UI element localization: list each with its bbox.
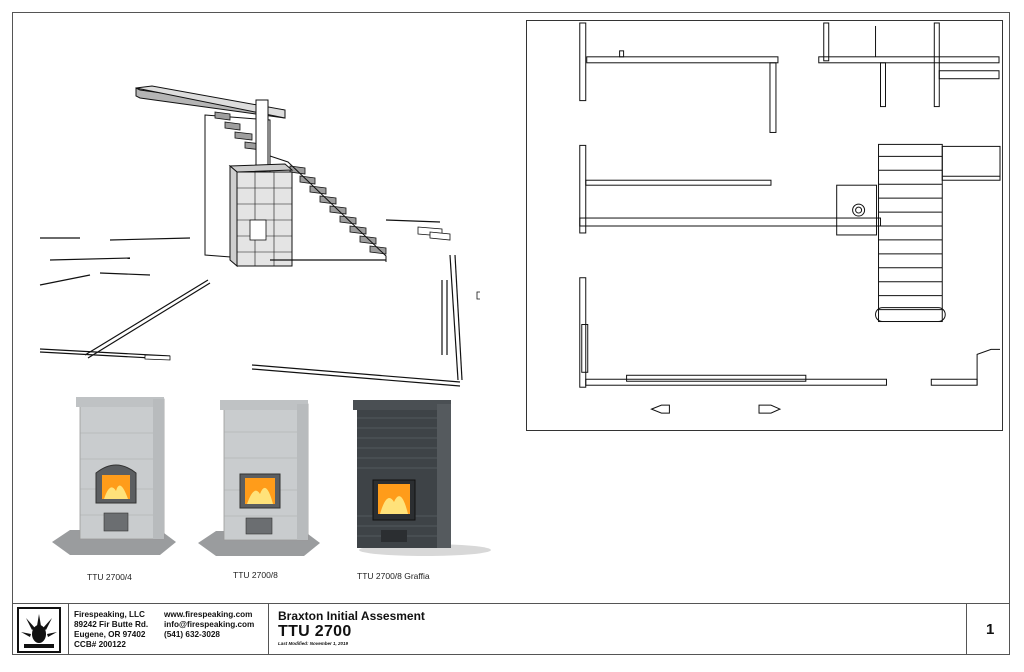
- company-website: www.firespeaking.com: [164, 610, 253, 619]
- stove-image-2: [198, 398, 322, 560]
- page-number: 1: [986, 621, 995, 638]
- title-block: Firespeaking, LLC 89242 Fir Butte Rd. Eu…: [12, 603, 1010, 655]
- stove-label-1: TTU 2700/4: [87, 572, 132, 582]
- project-info: Braxton Initial Assesment TTU 2700 Last …: [278, 609, 425, 660]
- company-city: Eugene, OR 97402: [74, 630, 146, 639]
- divider: [966, 604, 967, 655]
- floor-plan-view: [526, 20, 1003, 431]
- perspective-drawing: [39, 85, 497, 387]
- company-info: Firespeaking, LLC 89242 Fir Butte Rd. Eu…: [74, 610, 148, 661]
- company-email: info@firespeaking.com: [164, 620, 255, 629]
- perspective-view: [30, 70, 497, 400]
- company-phone: (541) 632-3028: [164, 630, 220, 639]
- project-model: TTU 2700: [278, 623, 352, 640]
- stove-label-2: TTU 2700/8: [233, 570, 278, 580]
- divider: [68, 604, 69, 655]
- stove-image-1: [52, 395, 178, 560]
- company-ccb: CCB# 200122: [74, 640, 126, 649]
- flame-logo-icon: [17, 607, 61, 653]
- stove-label-3: TTU 2700/8 Graffia: [357, 571, 430, 581]
- floor-plan-drawing: [579, 22, 1001, 414]
- divider: [268, 604, 269, 655]
- contact-info: www.firespeaking.com info@firespeaking.c…: [164, 610, 254, 661]
- logo-cell: [16, 604, 64, 655]
- drawing-sheet: [12, 12, 1010, 655]
- project-title: Braxton Initial Assesment: [278, 609, 425, 623]
- company-street: 89242 Fir Butte Rd.: [74, 620, 149, 629]
- company-name: Firespeaking, LLC: [74, 610, 145, 619]
- page-number-cell: 1: [986, 621, 994, 672]
- last-modified: Last Modified: November 1, 2019: [278, 641, 349, 646]
- stove-image-3: [345, 398, 495, 560]
